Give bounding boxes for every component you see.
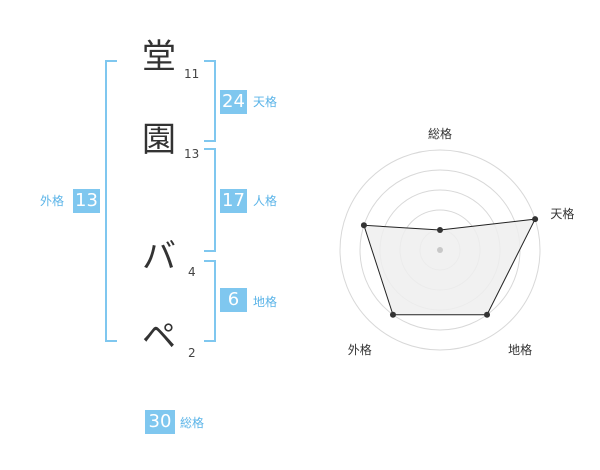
chikaku-bracket: [204, 260, 216, 342]
gaikaku-badge: 13: [73, 189, 100, 213]
radar-axis-label-3: 外格: [348, 342, 372, 357]
radar-axis-label-0: 総格: [428, 126, 452, 141]
gaikaku-label: 外格: [40, 194, 65, 208]
radar-point-0: [437, 227, 443, 233]
radar-point-3: [389, 311, 396, 318]
chikaku-badge: 6: [220, 288, 247, 312]
jinkaku-label: 人格: [253, 194, 278, 208]
soukaku-badge: 30: [145, 410, 175, 434]
jinkaku-badge: 17: [220, 189, 247, 213]
stroke-count-3: 4: [188, 265, 196, 279]
radar-point-1: [532, 216, 539, 223]
stroke-count-4: 2: [188, 346, 196, 360]
chikaku-label: 地格: [253, 295, 278, 309]
soukaku-label: 総格: [180, 416, 205, 430]
name-char-1: 堂: [142, 37, 176, 77]
radar-point-2: [484, 311, 491, 318]
tenkaku-label: 天格: [253, 95, 278, 109]
radar-axis-label-1: 天格: [550, 206, 574, 221]
radar-axis-label-2: 地格: [508, 342, 532, 357]
radar-labels: 総格天格地格外格人格: [348, 126, 575, 357]
name-char-4: ペ: [142, 317, 176, 357]
radar-ring-5: [339, 149, 541, 351]
tenkaku-badge: 24: [220, 90, 247, 114]
radar-chart: 総格天格地格外格人格: [339, 126, 575, 357]
jinkaku-bracket: [204, 148, 216, 252]
radar-polygon: [363, 218, 536, 316]
radar-point-4: [360, 222, 367, 229]
gaikaku-bracket: [105, 60, 117, 342]
tenkaku-bracket: [204, 60, 216, 142]
stroke-count-1: 11: [184, 67, 200, 81]
name-char-2: 園: [142, 120, 176, 160]
radar-shape: [360, 216, 539, 318]
name-char-3: バ: [142, 237, 176, 277]
radar-center-dot: [437, 247, 443, 253]
stroke-count-2: 13: [184, 147, 200, 161]
